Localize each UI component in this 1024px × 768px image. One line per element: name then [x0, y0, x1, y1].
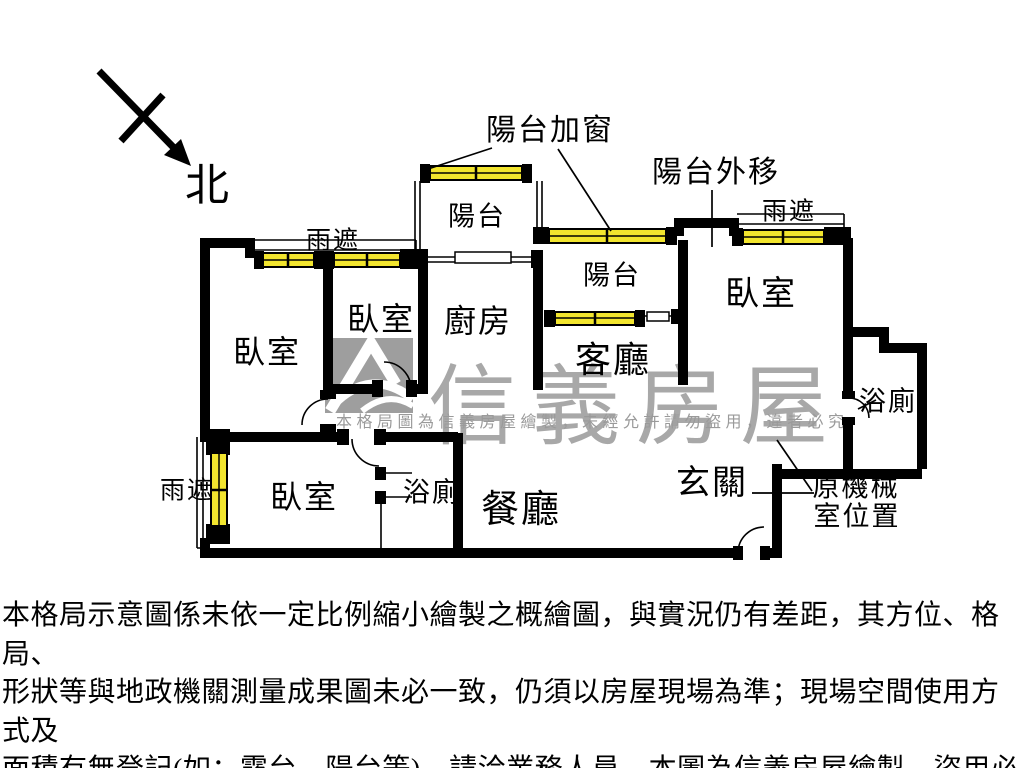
room-label-kitchen: 廚房: [443, 303, 513, 339]
room-label-bedroom-top-left: 臥室: [232, 334, 302, 370]
annotation-machine-room-line1: 原機械: [812, 472, 900, 503]
window-bedroom1-a: [262, 252, 315, 268]
north-arrow-icon: [96, 68, 191, 166]
room-label-balcony-top: 陽台: [448, 201, 506, 232]
door-bedroom-mid: [383, 361, 412, 390]
wall-chunks: [206, 164, 855, 560]
room-label-bath-bottom: 浴廁: [403, 477, 461, 508]
north-label: 北: [185, 161, 231, 210]
rain-shelter-label-top-left: 雨遮: [305, 227, 361, 255]
window-living: [554, 311, 636, 326]
window-bedroom-right: [742, 229, 825, 245]
rain-shelter-label-bottom-left: 雨遮: [159, 477, 215, 505]
window-bedroom1-b: [333, 252, 401, 268]
room-label-bedroom-right: 臥室: [725, 276, 797, 313]
watermark-notice-text: 本格局圖為信義房屋繪製，未經允許請勿盜用，違者必究: [336, 414, 849, 431]
annotation-machine-room-line2: 室位置: [813, 501, 901, 532]
living-sliding-panel: [646, 311, 670, 322]
door-bedroom3: [351, 438, 380, 467]
annotation-balcony-moved-out: 陽台外移: [652, 156, 780, 189]
room-label-bedroom-bottom-left: 臥室: [269, 479, 339, 515]
room-label-entry: 玄關: [676, 465, 748, 502]
annotation-balcony-window-added: 陽台加窗: [486, 114, 614, 147]
door-bedroom1: [301, 398, 329, 426]
disclaimer-text: 本格局示意圖係未依一定比例縮小繪製之概繪圖，與實況仍有差距，其方位、格局、 形狀…: [2, 597, 1022, 768]
window-balcony-mid: [548, 228, 667, 244]
windows: [210, 165, 825, 527]
room-label-dining-room: 餐廳: [480, 489, 562, 531]
leader-lines: [427, 147, 877, 494]
room-label-balcony-mid: 陽台: [583, 260, 641, 291]
watermark-brand-text: 信義房屋: [428, 360, 845, 457]
disclaimer-line-1: 本格局示意圖係未依一定比例縮小繪製之概繪圖，與實況仍有差距，其方位、格局、: [2, 600, 1000, 670]
disclaimer-line-3: 面積有無登記(如：露台、陽台等)，請洽業務人員。本圖為信義房屋繪製，盜用必究。: [2, 751, 1022, 768]
room-label-living-room: 客廳: [574, 340, 652, 380]
door-bath-right: [848, 397, 870, 419]
rain-shelter-label-top-right: 雨遮: [761, 198, 817, 226]
window-bedroom3-vertical: [210, 452, 228, 527]
balcony-sliding-door: [454, 251, 512, 264]
room-label-bedroom-mid: 臥室: [346, 301, 416, 337]
door-entry: [737, 526, 765, 554]
disclaimer-line-2: 形狀等與地政機關測量成果圖未必一致，仍須以房屋現場為準；現場空間使用方式及: [2, 677, 1000, 747]
room-label-bath-right: 浴廁: [859, 386, 917, 417]
door-arcs: [301, 361, 870, 554]
window-balcony-top: [429, 165, 523, 181]
